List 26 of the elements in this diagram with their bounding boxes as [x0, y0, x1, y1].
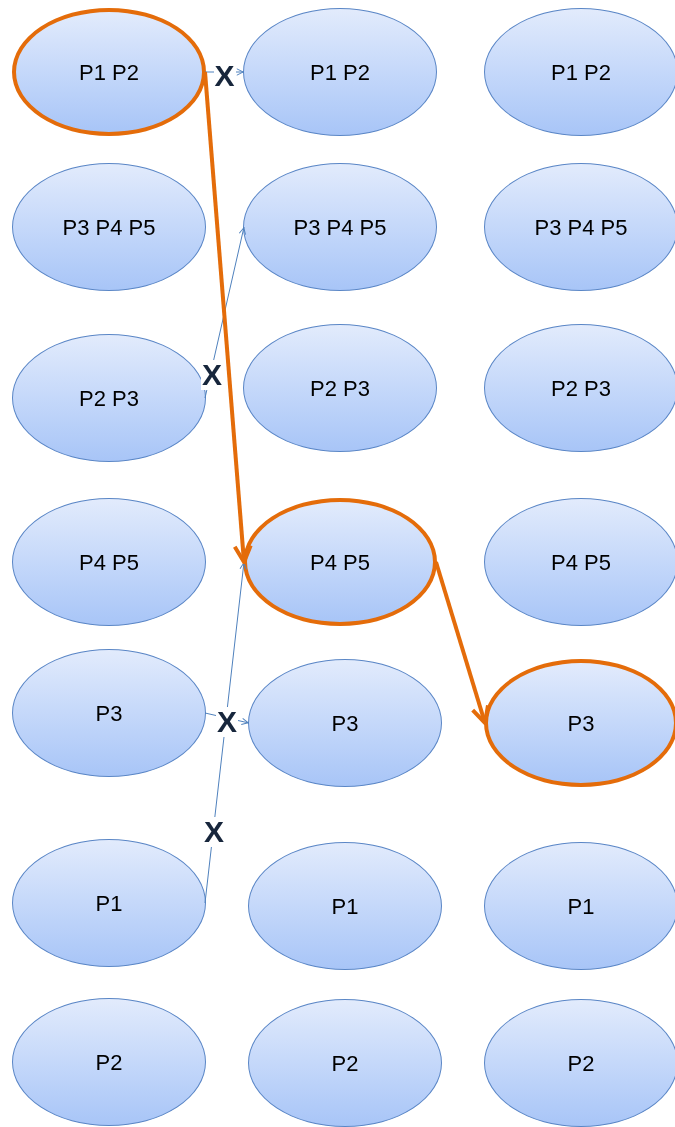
- node-label: P2 P3: [310, 374, 370, 403]
- arrow: [434, 561, 490, 725]
- node-label: P2 P3: [79, 384, 139, 413]
- node-label: P1: [331, 892, 359, 921]
- node-label: P1 P2: [310, 58, 370, 87]
- node-label: P3 P4 P5: [534, 213, 628, 242]
- node-label: P2: [331, 1049, 359, 1078]
- node-label: P2 P3: [551, 374, 611, 403]
- node-label: P1: [95, 889, 123, 918]
- node-label: P4 P5: [310, 548, 370, 577]
- node-label: P3 P4 P5: [62, 213, 156, 242]
- node-label: P4 P5: [79, 548, 139, 577]
- node-label: P3 P4 P5: [293, 213, 387, 242]
- node-label: P4 P5: [551, 548, 611, 577]
- node-label: P3: [567, 709, 595, 738]
- edge-label: X: [203, 816, 226, 847]
- arrow: [203, 71, 253, 564]
- node-label: P2: [95, 1048, 123, 1077]
- node-label: P3: [95, 699, 123, 728]
- node-label: P2: [567, 1049, 595, 1078]
- node-label: P1: [567, 892, 595, 921]
- edge-label: X: [216, 707, 238, 737]
- node-label: P1 P2: [79, 58, 139, 87]
- node-label: P3: [331, 709, 359, 738]
- node-label: P1 P2: [551, 58, 611, 87]
- edge-label: X: [200, 359, 223, 390]
